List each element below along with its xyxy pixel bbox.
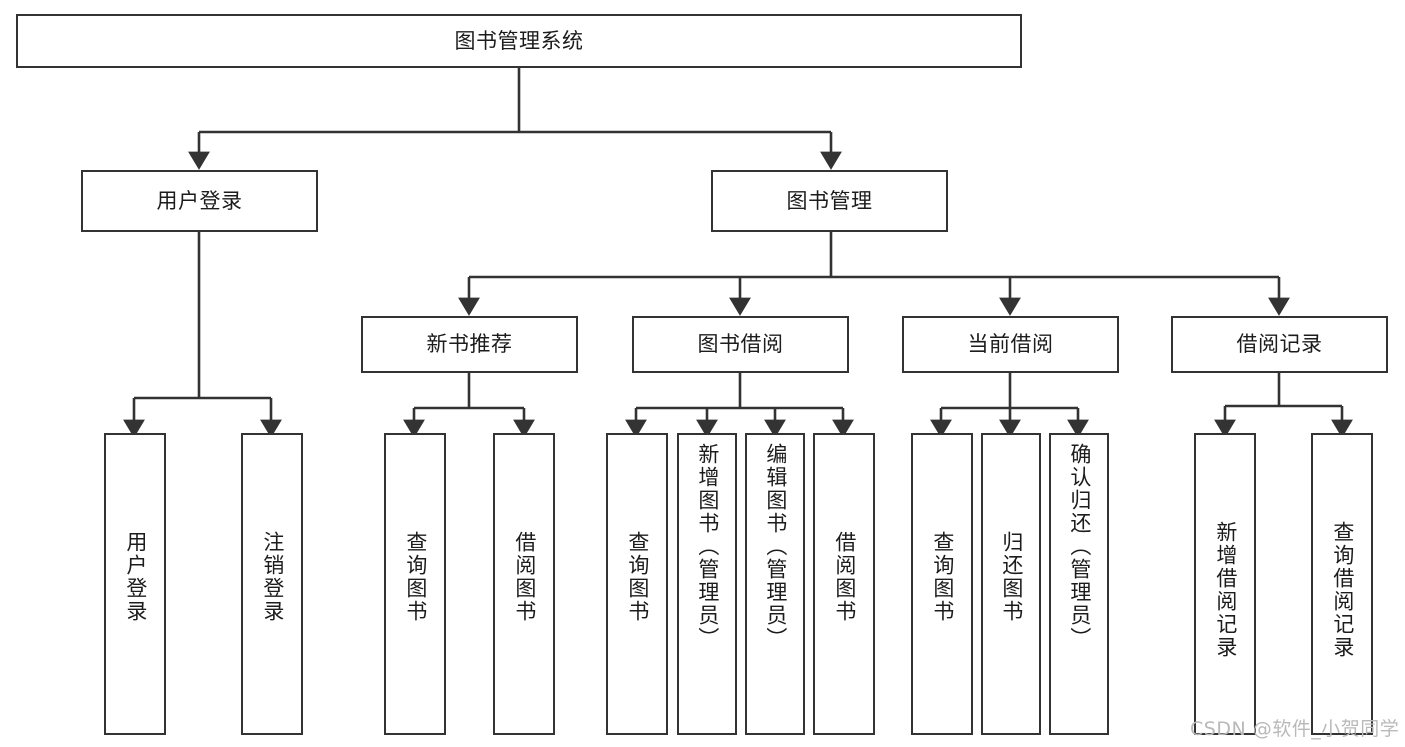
node-user-login-label: 用户登录 xyxy=(156,188,243,213)
node-new-book-recommend-label: 新书推荐 xyxy=(426,332,513,357)
leaf-user-login[interactable]: 用户登录 xyxy=(104,433,166,735)
leaf-query-book-3[interactable]: 查询图书 xyxy=(911,433,973,735)
leaf-query-book-1[interactable]: 查询图书 xyxy=(384,433,446,735)
leaf-query-record[interactable]: 查询借阅记录 xyxy=(1311,433,1373,735)
leaf-query-record-label: 查询借阅记录 xyxy=(1330,521,1355,659)
leaf-add-record[interactable]: 新增借阅记录 xyxy=(1194,433,1256,735)
node-book-borrow-label: 图书借阅 xyxy=(697,332,784,357)
node-borrow-record[interactable]: 借阅记录 xyxy=(1171,316,1388,373)
leaf-borrow-book-1[interactable]: 借阅图书 xyxy=(493,433,555,735)
node-root[interactable]: 图书管理系统 xyxy=(16,14,1022,68)
leaf-return-book[interactable]: 归还图书 xyxy=(981,433,1041,735)
leaf-borrow-book-2[interactable]: 借阅图书 xyxy=(813,433,875,735)
node-book-manage[interactable]: 图书管理 xyxy=(711,170,948,232)
node-current-borrow[interactable]: 当前借阅 xyxy=(902,316,1119,373)
leaf-add-book[interactable]: 新增图书（管理员） xyxy=(677,433,737,735)
node-borrow-record-label: 借阅记录 xyxy=(1236,332,1323,357)
node-new-book-recommend[interactable]: 新书推荐 xyxy=(361,316,578,373)
leaf-query-book-2[interactable]: 查询图书 xyxy=(606,433,668,735)
leaf-query-book-2-label: 查询图书 xyxy=(625,531,650,623)
leaf-confirm-return-label: 确认归还（管理员） xyxy=(1067,443,1092,650)
node-book-borrow[interactable]: 图书借阅 xyxy=(632,316,849,373)
leaf-query-book-1-label: 查询图书 xyxy=(403,531,428,623)
leaf-user-logout[interactable]: 注销登录 xyxy=(241,433,303,735)
leaf-return-book-label: 归还图书 xyxy=(999,531,1024,623)
node-book-manage-label: 图书管理 xyxy=(786,188,873,213)
leaf-borrow-book-2-label: 借阅图书 xyxy=(832,531,857,623)
node-user-login[interactable]: 用户登录 xyxy=(81,170,318,232)
leaf-borrow-book-1-label: 借阅图书 xyxy=(512,531,537,623)
leaf-add-record-label: 新增借阅记录 xyxy=(1213,521,1238,659)
node-current-borrow-label: 当前借阅 xyxy=(967,332,1054,357)
leaf-user-logout-label: 注销登录 xyxy=(260,531,285,623)
leaf-query-book-3-label: 查询图书 xyxy=(930,531,955,623)
node-root-label: 图书管理系统 xyxy=(454,28,584,53)
leaf-confirm-return[interactable]: 确认归还（管理员） xyxy=(1049,433,1109,735)
leaf-add-book-label: 新增图书（管理员） xyxy=(695,443,720,650)
leaf-edit-book[interactable]: 编辑图书（管理员） xyxy=(745,433,805,735)
leaf-edit-book-label: 编辑图书（管理员） xyxy=(763,443,788,650)
leaf-user-login-label: 用户登录 xyxy=(123,531,148,623)
